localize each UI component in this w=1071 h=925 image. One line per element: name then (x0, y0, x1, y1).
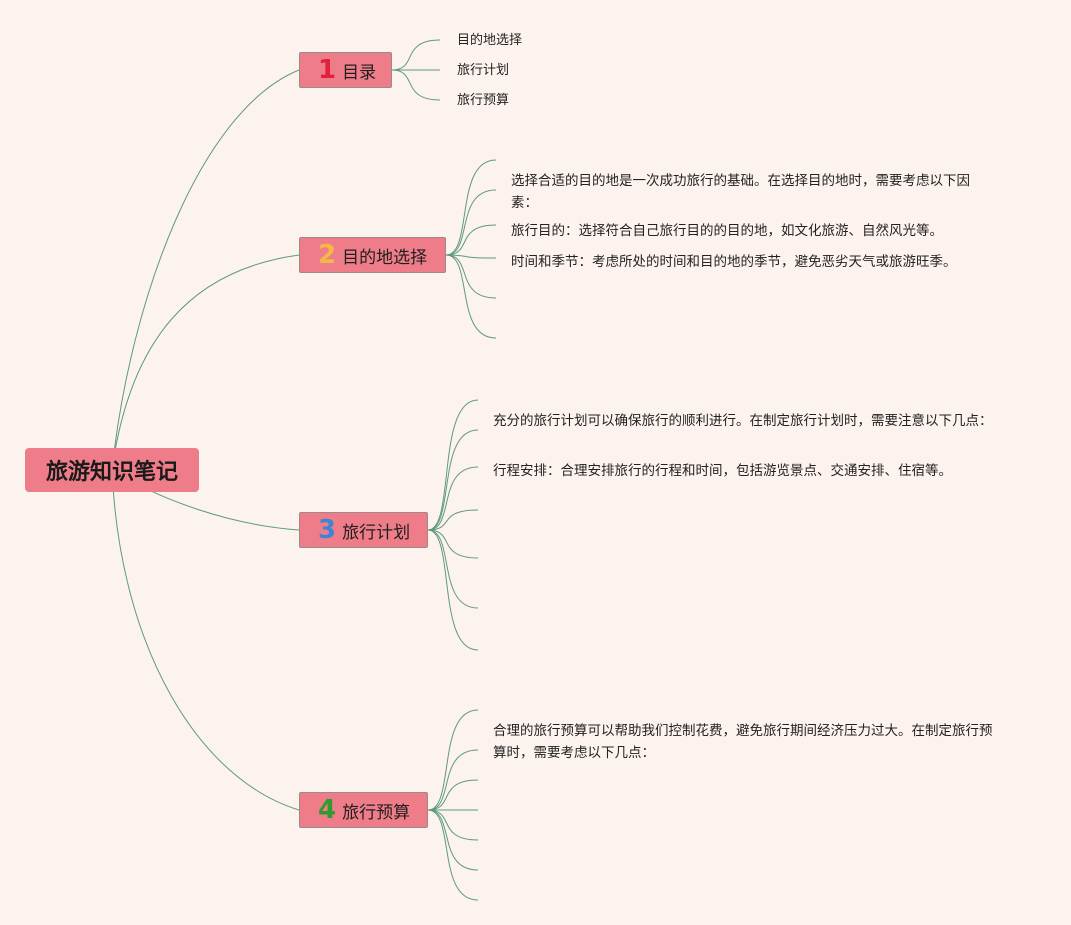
branch-2-link-6 (445, 254, 497, 339)
topic-budget[interactable]: 4 旅行预算 (299, 792, 428, 828)
topic-number: 1 (318, 55, 337, 85)
branch-2-link-5 (445, 254, 497, 299)
plan-itinerary[interactable]: 行程安排：合理安排旅行的行程和时间，包括游览景点、交通安排、住宿等。 (493, 463, 952, 479)
root-topic[interactable]: 旅游知识笔记 (25, 448, 199, 492)
branch-4-link-2 (427, 749, 479, 811)
branch-4-link-1 (427, 709, 479, 811)
leaf-budget[interactable]: 旅行预算 (457, 93, 510, 108)
topic-label: 目的地选择 (342, 247, 428, 268)
topic-label: 旅行计划 (342, 522, 411, 543)
branch-2-link-1 (445, 159, 497, 256)
branch-2-link-4 (445, 254, 497, 259)
destination-purpose[interactable]: 旅行目的：选择符合自己旅行目的的目的地，如文化旅游、自然风光等。 (511, 223, 943, 239)
branch-3-link-3 (427, 466, 479, 531)
branch-4-link-3 (427, 779, 479, 811)
budget-intro[interactable]: 合理的旅行预算可以帮助我们控制花费，避免旅行期间经济压力过大。在制定旅行预算时，… (493, 723, 993, 761)
leaf-destination[interactable]: 目的地选择 (457, 33, 523, 48)
root-link-1 (111, 69, 300, 471)
root-link-2 (111, 254, 300, 471)
branch-3-link-4 (427, 509, 479, 531)
branch-1-link-1 (391, 39, 441, 71)
topic-number: 2 (318, 240, 337, 270)
branch-4-link-5 (427, 809, 479, 841)
branch-4-link-7 (427, 809, 479, 901)
topic-label: 目录 (342, 62, 377, 83)
branch-3-link-1 (427, 399, 479, 531)
topic-catalog[interactable]: 1 目录 (299, 52, 392, 88)
branch-3-link-7 (427, 529, 479, 651)
destination-season[interactable]: 时间和季节：考虑所处的时间和目的地的季节，避免恶劣天气或旅游旺季。 (511, 254, 957, 270)
topic-plan[interactable]: 3 旅行计划 (299, 512, 428, 548)
destination-intro[interactable]: 选择合适的目的地是一次成功旅行的基础。在选择目的地时，需要考虑以下因素： (511, 173, 970, 211)
branch-3-link-2 (427, 429, 479, 531)
topic-label: 旅行预算 (342, 802, 411, 823)
branch-4-link-6 (427, 809, 479, 871)
topic-number: 4 (318, 795, 337, 825)
plan-intro[interactable]: 充分的旅行计划可以确保旅行的顺利进行。在制定旅行计划时，需要注意以下几点： (493, 413, 993, 429)
branch-3-link-6 (427, 529, 479, 609)
topic-number: 3 (318, 515, 337, 545)
topic-destination[interactable]: 2 目的地选择 (299, 237, 446, 273)
branch-2-link-2 (445, 189, 497, 256)
root-topic-label: 旅游知识笔记 (45, 460, 178, 485)
leaf-plan[interactable]: 旅行计划 (457, 63, 510, 78)
branch-1-link-3 (391, 69, 441, 101)
branch-3-link-5 (427, 529, 479, 559)
branch-2-link-3 (445, 224, 497, 256)
root-link-4 (111, 469, 300, 811)
